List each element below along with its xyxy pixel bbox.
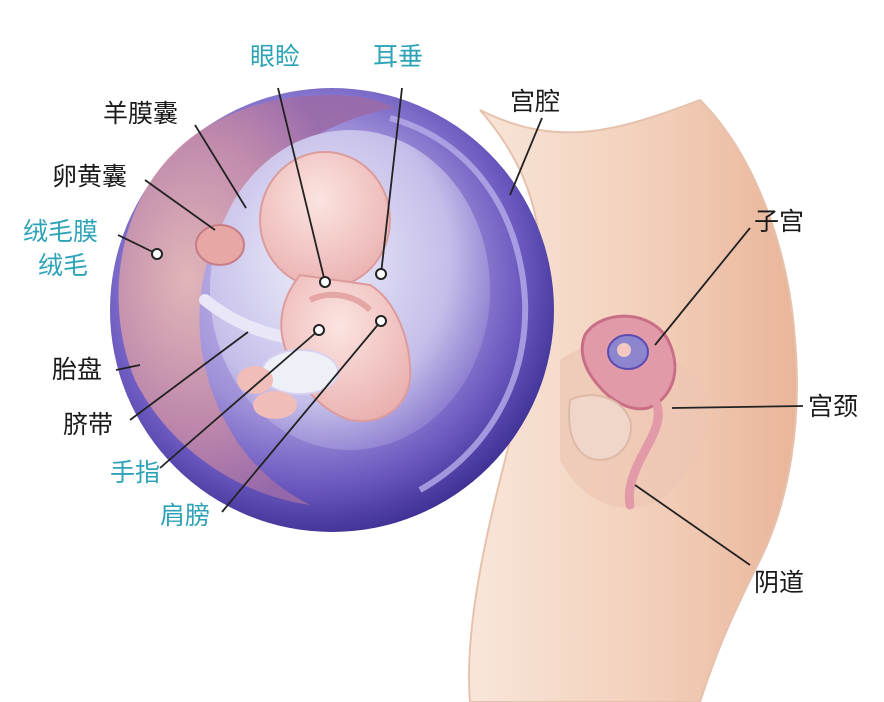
cervix-canal <box>624 395 663 510</box>
leader-lines <box>115 87 804 566</box>
placenta-region <box>118 95 396 505</box>
marker-dots <box>151 248 387 336</box>
label-eyelid: 眼睑 <box>250 42 300 71</box>
label-placenta: 胎盘 <box>52 355 102 384</box>
yolk-sac <box>195 224 245 266</box>
label-umbilical-cord: 脐带 <box>63 410 113 439</box>
label-vagina: 阴道 <box>754 568 804 597</box>
embryo <box>237 151 412 422</box>
label-shoulder: 肩膀 <box>160 501 210 530</box>
mini-embryo <box>617 343 631 357</box>
label-uterus: 子宫 <box>754 207 804 236</box>
label-cervix: 宫颈 <box>808 392 858 421</box>
label-uterine-cavity: 宫腔 <box>510 87 560 116</box>
label-chorion: 绒毛膜 <box>23 217 98 246</box>
label-finger: 手指 <box>110 458 160 487</box>
sac-ring-highlight <box>389 115 529 493</box>
label-villi: 绒毛 <box>38 251 88 280</box>
label-earlobe: 耳垂 <box>373 42 423 71</box>
label-amniotic-sac: 羊膜囊 <box>103 99 178 128</box>
bladder-shape <box>568 394 632 462</box>
label-yolk-sac: 卵黄囊 <box>52 162 127 191</box>
